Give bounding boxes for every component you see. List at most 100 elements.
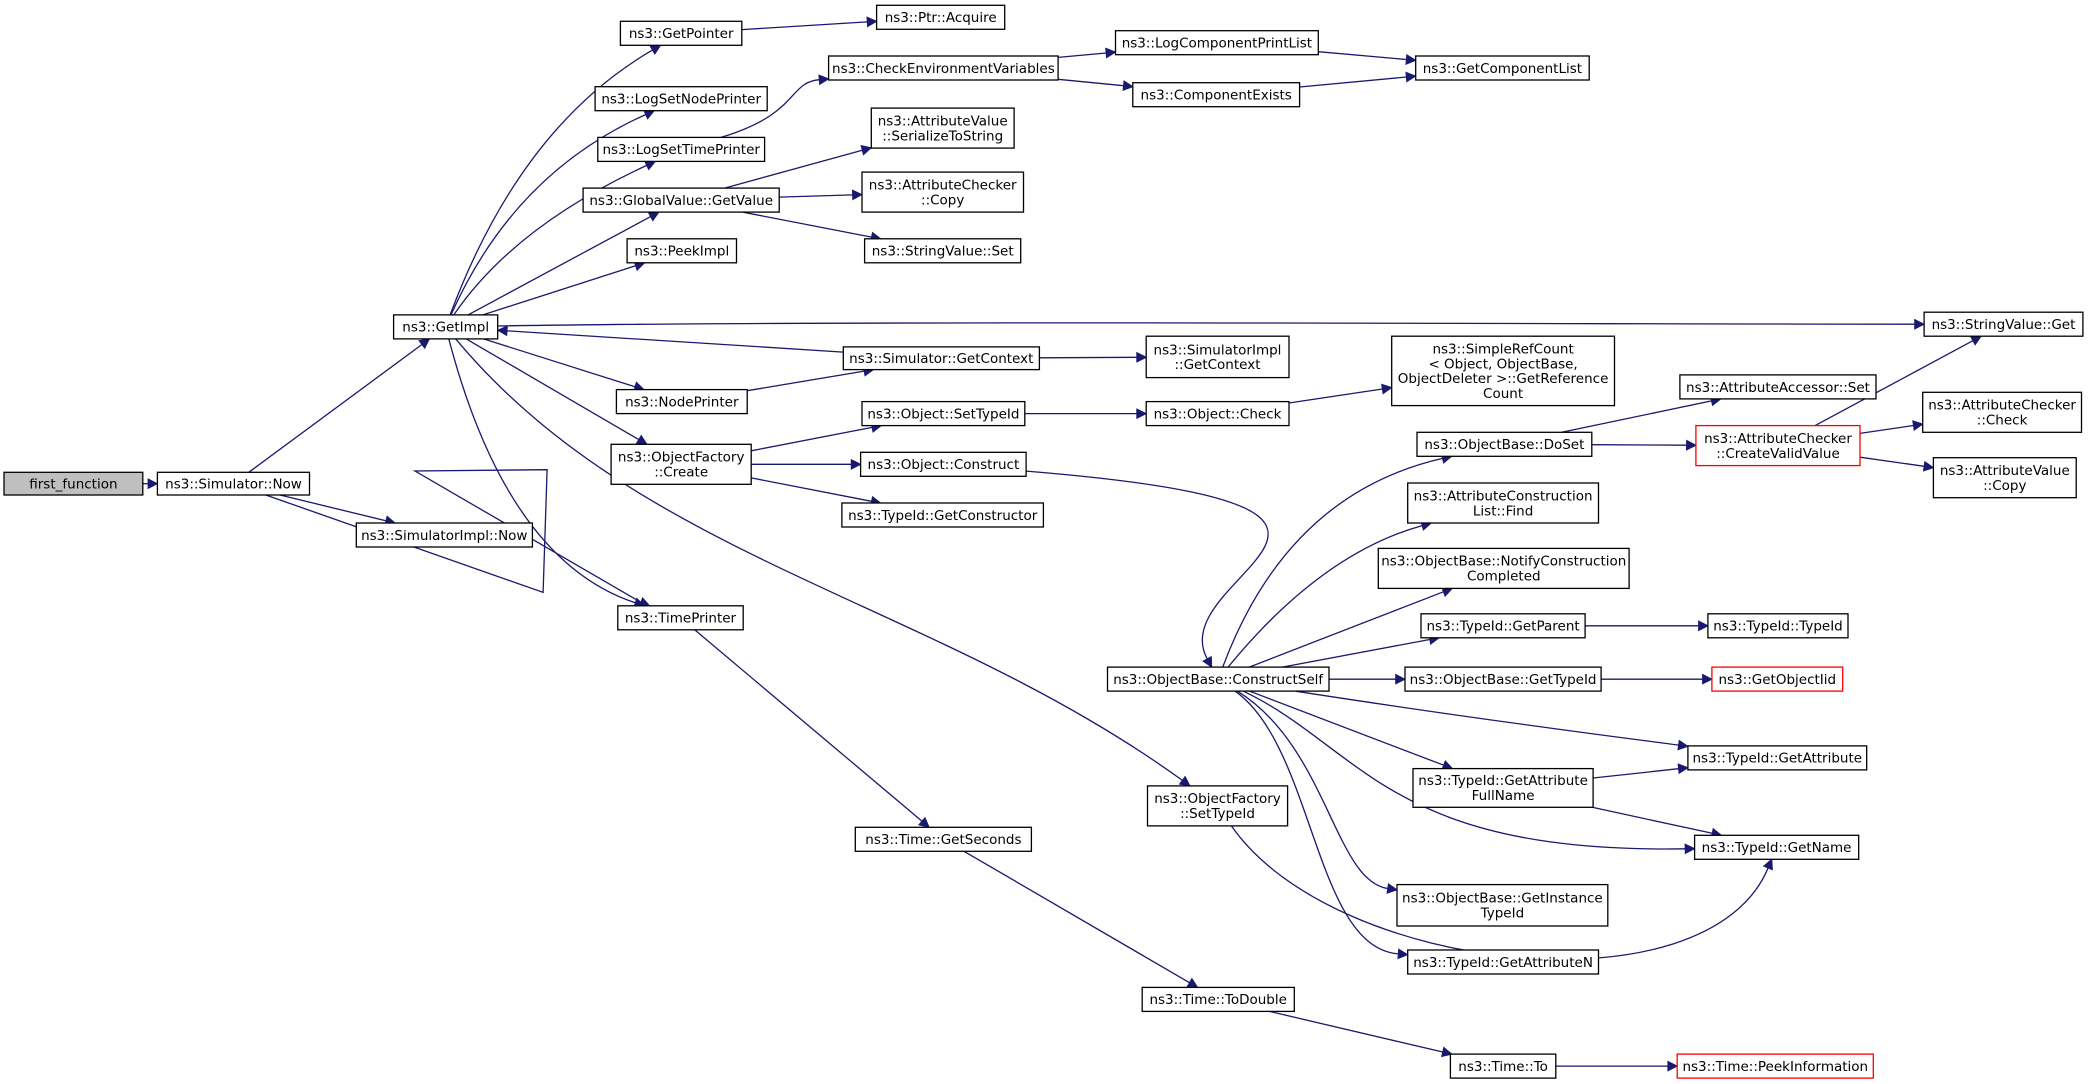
node-tid-getparent[interactable]: ns3::TypeId::GetParent (1420, 613, 1586, 639)
node-gv-getvalue[interactable]: ns3::GlobalValue::GetValue (582, 187, 780, 213)
node-sim-now[interactable]: ns3::Simulator::Now (156, 471, 311, 496)
arrowhead-gv_getvalue (647, 211, 660, 222)
node-obj-check[interactable]: ns3::Object::Check (1145, 400, 1290, 427)
node-label: < Object, ObjectBase, (1428, 356, 1577, 372)
node-tid-getconstructor[interactable]: ns3::TypeId::GetConstructor (841, 502, 1045, 528)
node-label: ns3::Object::SetTypeId (867, 406, 1019, 422)
node-tid-typeid[interactable]: ns3::TypeId::TypeId (1707, 613, 1849, 639)
arrowhead-sim_now (147, 478, 159, 490)
node-time-to[interactable]: ns3::Time::To (1449, 1053, 1557, 1079)
node-box (3, 471, 144, 496)
node-simplerefcount[interactable]: ns3::SimpleRefCount< Object, ObjectBase,… (1391, 335, 1616, 407)
edge-ac_createvalid-to-sv_get (1814, 340, 1974, 427)
node-label: ns3::ObjectBase::GetInstance (1402, 891, 1603, 907)
node-label: ns3::Object::Check (1154, 406, 1282, 422)
node-obj-construct[interactable]: ns3::Object::Construct (859, 451, 1027, 477)
node-box (1695, 424, 1861, 467)
arrowhead-simimpl_getcontext (1136, 351, 1148, 363)
node-box (1391, 335, 1616, 407)
arrowhead-getimpl (418, 338, 431, 350)
node-av-serialize[interactable]: ns3::AttributeValue::SerializeToString (870, 107, 1015, 149)
node-getimpl[interactable]: ns3::GetImpl (392, 314, 499, 340)
node-box (1377, 547, 1630, 590)
node-nodeprinter[interactable]: ns3::NodePrinter (615, 388, 748, 415)
edge-sim_now-to-timeprinter (265, 469, 642, 603)
node-sv-set[interactable]: ns3::StringValue::Set (863, 238, 1022, 264)
edge-tid_getattrfullname-to-tid_getattribute (1593, 768, 1679, 779)
node-lognodeprinter[interactable]: ns3::LogSetNodePrinter (594, 86, 768, 112)
arrowhead-obj_check (1136, 408, 1148, 420)
node-obj-settypeid[interactable]: ns3::Object::SetTypeId (861, 400, 1026, 427)
node-simimpl-now[interactable]: ns3::SimulatorImpl::Now (355, 522, 534, 548)
edge-getimpl-to-gv_getvalue (467, 216, 651, 316)
node-compexists[interactable]: ns3::ComponentExists (1132, 82, 1301, 108)
node-timeprinter[interactable]: ns3::TimePrinter (617, 605, 744, 631)
arrowhead-ac_createvalid (1685, 439, 1698, 451)
node-tid-getname[interactable]: ns3::TypeId::GetName (1693, 834, 1860, 860)
edge-ob_constructself-to-tid_getname (1243, 690, 1686, 850)
node-tid-getattributen[interactable]: ns3::TypeId::GetAttributeN (1407, 949, 1600, 975)
node-time-getseconds[interactable]: ns3::Time::GetSeconds (854, 826, 1033, 852)
arrowhead-sv_get (1969, 335, 1983, 346)
node-getcomplist[interactable]: ns3::GetComponentList (1415, 55, 1590, 81)
node-label: ns3::CheckEnvironmentVariables (832, 61, 1055, 77)
arrowhead-of_settypeid (1178, 775, 1191, 787)
node-logtimeprinter[interactable]: ns3::LogSetTimePrinter (597, 136, 766, 163)
node-ob-notify[interactable]: ns3::ObjectBase::NotifyConstructionCompl… (1377, 547, 1630, 590)
edge-ac_createvalid-to-av_copy (1859, 456, 1925, 467)
node-box (392, 314, 499, 340)
node-simimpl-getcontext[interactable]: ns3::SimulatorImpl::GetContext (1145, 335, 1290, 379)
node-box (1146, 785, 1289, 827)
node-checkenv[interactable]: ns3::CheckEnvironmentVariables (827, 55, 1059, 81)
node-time-todouble[interactable]: ns3::Time::ToDouble (1141, 986, 1295, 1013)
node-ac-createvalid[interactable]: ns3::AttributeChecker::CreateValidValue (1695, 424, 1861, 467)
arrowhead-ac_check (1912, 420, 1924, 431)
node-label: ns3::TimePrinter (625, 611, 737, 627)
node-logcompprint[interactable]: ns3::LogComponentPrintList (1114, 30, 1319, 56)
node-box (1693, 834, 1860, 860)
node-sim-getcontext[interactable]: ns3::Simulator::GetContext (842, 346, 1041, 371)
node-box (582, 187, 780, 213)
node-ac-copy[interactable]: ns3::AttributeChecker::Copy (861, 171, 1025, 213)
node-getpointer[interactable]: ns3::GetPointer (619, 20, 743, 46)
node-label: List::Find (1473, 503, 1533, 519)
node-aa-set[interactable]: ns3::AttributeAccessor::Set (1679, 374, 1877, 400)
edges (142, 16, 1983, 1072)
node-label: Completed (1467, 569, 1541, 585)
node-av-copy[interactable]: ns3::AttributeValue::Copy (1932, 457, 2077, 499)
edge-obj_check-to-simplerefcount (1288, 388, 1383, 404)
node-ac-check[interactable]: ns3::AttributeChecker::Check (1922, 391, 2083, 433)
node-box (594, 86, 768, 112)
arrowhead-logcompprint (1105, 47, 1117, 59)
node-ob-constructself[interactable]: ns3::ObjectBase::ConstructSelf (1106, 666, 1330, 692)
node-label: ns3::ObjectBase::ConstructSelf (1113, 672, 1324, 688)
node-ob-gettypeid[interactable]: ns3::ObjectBase::GetTypeId (1404, 666, 1602, 692)
edge-checkenv-to-compexists (1058, 78, 1124, 87)
node-label: TypeId (1480, 906, 1525, 922)
node-of-create[interactable]: ns3::ObjectFactory::Create (610, 443, 752, 485)
node-label: ::Copy (921, 192, 964, 208)
node-box (859, 451, 1027, 477)
node-getobjectiid[interactable]: ns3::GetObjectIid (1711, 666, 1844, 692)
node-box (1106, 666, 1330, 692)
node-ob-doset[interactable]: ns3::ObjectBase::DoSet (1416, 431, 1593, 457)
node-peekimpl[interactable]: ns3::PeekImpl (626, 238, 738, 264)
node-sv-get[interactable]: ns3::StringValue::Get (1923, 311, 2084, 337)
node-label: ns3::ObjectBase::NotifyConstruction (1381, 554, 1626, 570)
node-label: ns3::NodePrinter (625, 394, 739, 410)
edge-ob_constructself-to-acl_find (1227, 524, 1423, 668)
node-first-function[interactable]: first_function (3, 471, 144, 496)
node-label: ::CreateValidValue (1716, 446, 1840, 462)
arrowhead-tid_typeid (1698, 620, 1710, 632)
node-box (617, 605, 744, 631)
edge-sim_now-to-simimpl_now (279, 494, 387, 522)
node-ptr-acquire[interactable]: ns3::Ptr::Acquire (875, 4, 1006, 30)
node-of-settypeid[interactable]: ns3::ObjectFactory::SetTypeId (1146, 785, 1289, 827)
arrowhead-tid_getattribute (1677, 739, 1690, 751)
node-box (1114, 30, 1319, 56)
node-tid-getattribute[interactable]: ns3::TypeId::GetAttribute (1687, 745, 1868, 771)
node-time-peekinfo[interactable]: ns3::Time::PeekInformation (1676, 1053, 1874, 1079)
